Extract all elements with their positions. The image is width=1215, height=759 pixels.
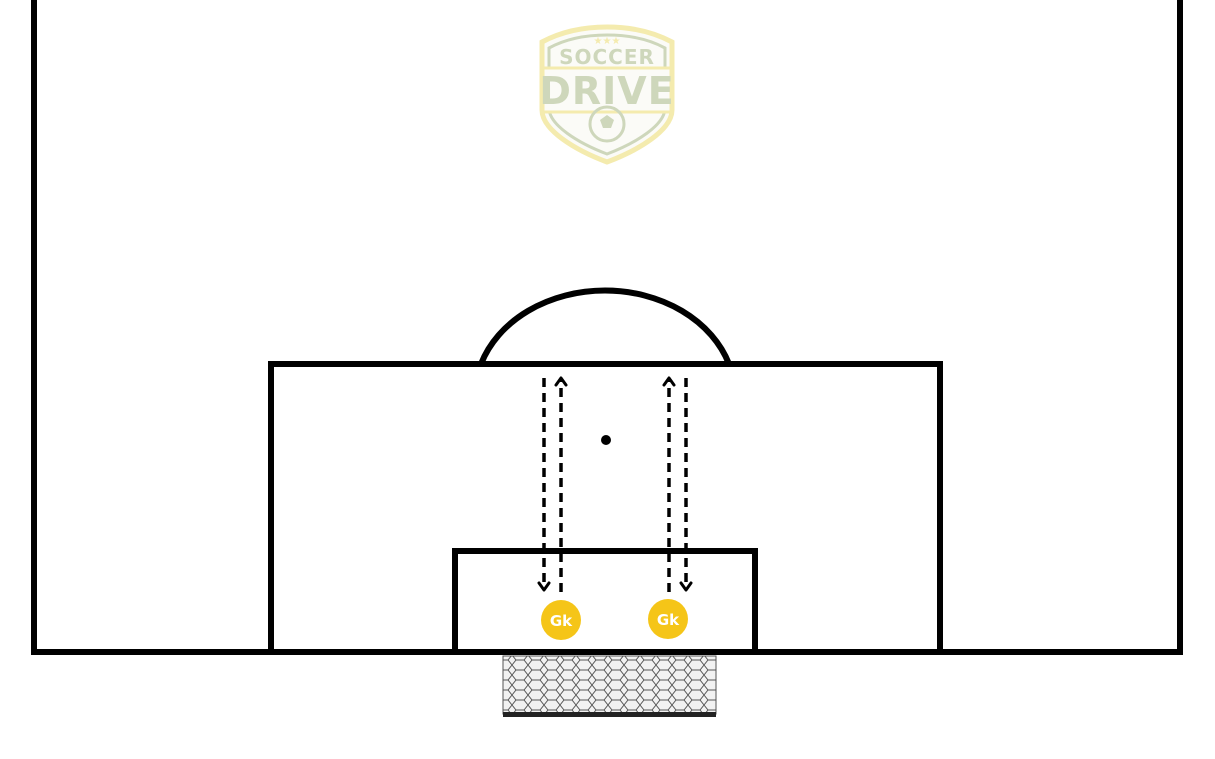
run-path-left (537, 376, 568, 592)
goal-net (502, 655, 717, 717)
player-goalkeeper-left: Gk (541, 600, 581, 640)
soccer-drive-logo: ★★★ SOCCER DRIVE (539, 24, 675, 165)
penalty-spot (601, 435, 611, 445)
player-label: Gk (657, 611, 680, 629)
soccer-ball-icon (588, 105, 626, 143)
logo-top-text: SOCCER (559, 45, 655, 69)
player-label: Gk (550, 612, 573, 630)
logo-stars: ★★★ (594, 36, 621, 47)
run-path-right (662, 376, 693, 592)
goal-box (452, 548, 758, 655)
penalty-arc (478, 287, 732, 366)
penalty-box (268, 361, 943, 655)
player-goalkeeper-right: Gk (648, 599, 688, 639)
logo-banner (541, 66, 673, 114)
